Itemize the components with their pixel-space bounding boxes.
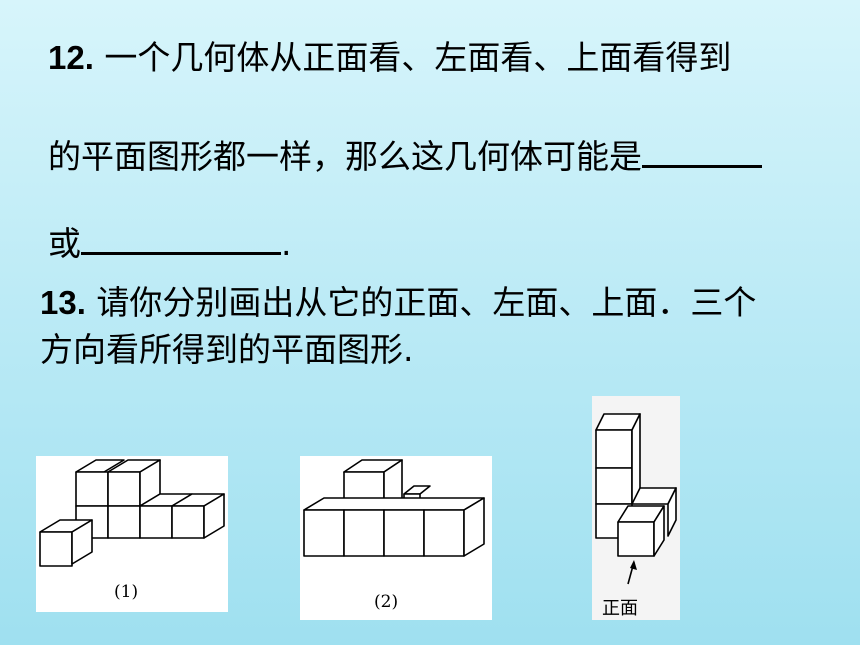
figure-2-cubes xyxy=(303,459,485,557)
figure-3-front-label: 正面 xyxy=(602,598,638,619)
q12-line-3: 或. xyxy=(48,222,292,264)
q12-answer-blank-1 xyxy=(642,135,762,168)
figure-3-cubes xyxy=(595,413,677,585)
q12-number: 12. xyxy=(48,39,94,76)
q13-text-1: 请你分别画出从它的正面、左面、上面．三个 xyxy=(85,283,757,322)
figure-2: (2) xyxy=(300,456,492,620)
q12-line-2: 的平面图形都一样，那么这几何体可能是 xyxy=(48,135,762,177)
q13-line-1: 13. 请你分别画出从它的正面、左面、上面．三个 xyxy=(40,283,756,323)
figure-3: 正面 xyxy=(592,396,680,620)
q12-text-3-prefix: 或 xyxy=(48,224,81,263)
q12-text-3-suffix: . xyxy=(281,224,292,263)
q13-text-2: 方向看所得到的平面图形. xyxy=(40,330,414,369)
q13-number: 13. xyxy=(40,284,86,321)
q12-line-1: 12. 一个几何体从正面看、左面看、上面看得到 xyxy=(48,38,731,78)
figure-2-caption: (2) xyxy=(374,592,399,612)
figure-1-caption: (1) xyxy=(114,582,139,602)
figure-1: (1) xyxy=(36,456,228,612)
figure-1-cubes xyxy=(39,459,225,567)
q12-answer-blank-2 xyxy=(81,222,281,255)
q13-line-2: 方向看所得到的平面图形. xyxy=(40,330,414,370)
q12-text-1: 一个几何体从正面看、左面看、上面看得到 xyxy=(93,38,732,77)
q12-text-2: 的平面图形都一样，那么这几何体可能是 xyxy=(48,137,642,176)
